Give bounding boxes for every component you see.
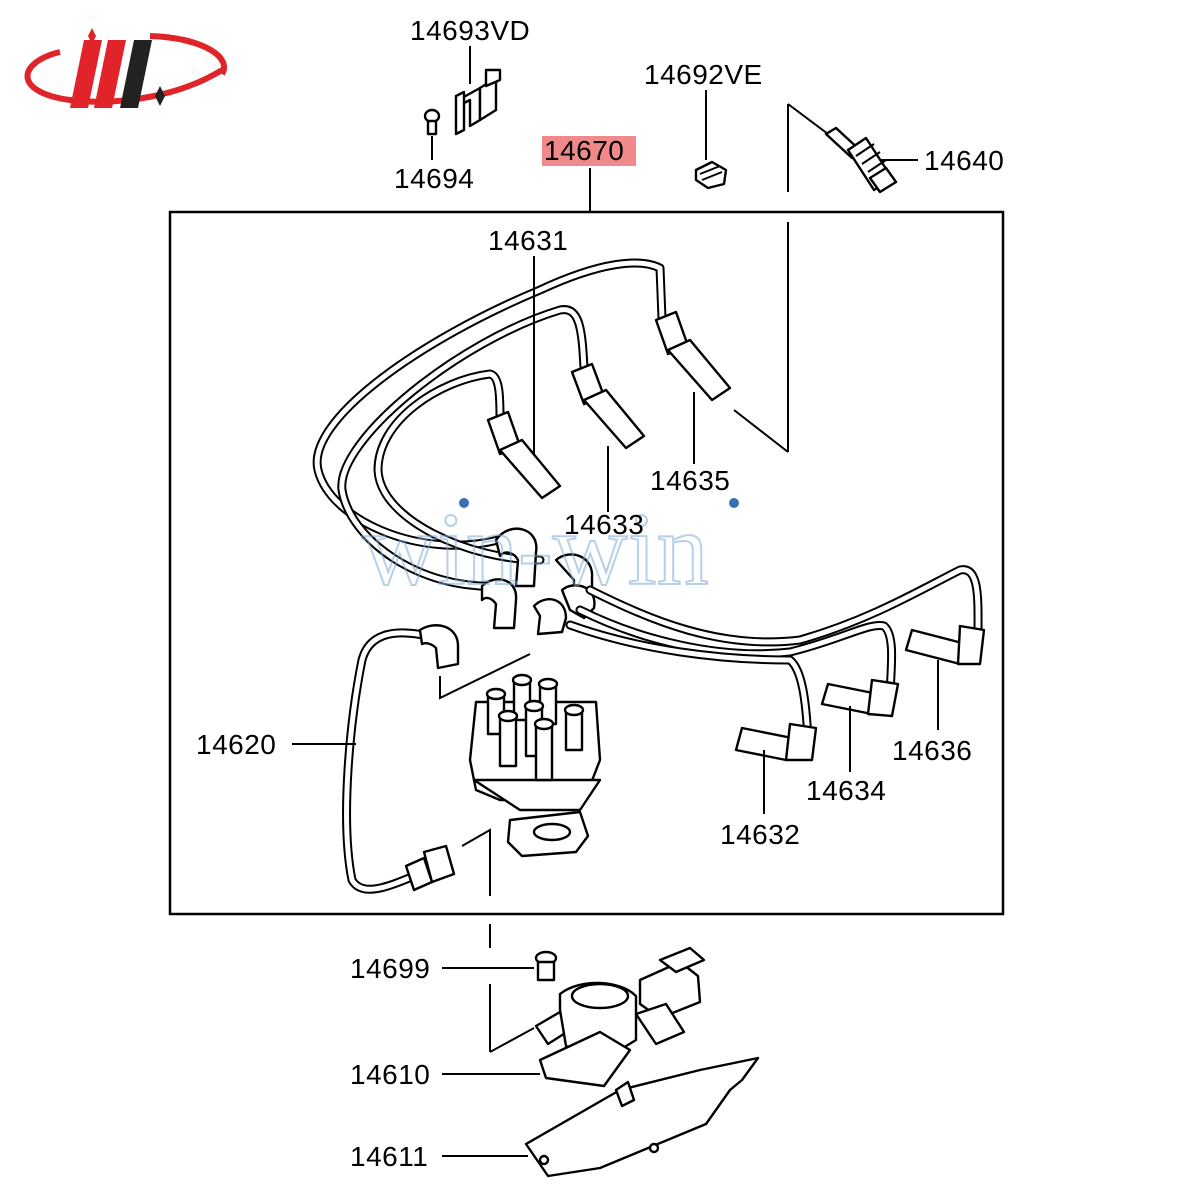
label-14611: 14611	[350, 1141, 428, 1172]
label-14670: 14670	[544, 135, 624, 166]
coil-bracket-14611	[524, 1056, 760, 1178]
label-14640: 14640	[924, 145, 1004, 176]
brand-logo	[24, 28, 227, 108]
watermark-text: win-win	[362, 492, 709, 607]
spark-plug-14640	[824, 126, 898, 194]
ignition-coil-14610	[534, 946, 706, 1088]
label-14694: 14694	[394, 163, 474, 194]
label-14632: 14632	[720, 819, 800, 850]
label-14610: 14610	[350, 1059, 430, 1090]
label-14635: 14635	[650, 465, 730, 496]
watermark-dot	[459, 498, 469, 508]
label-14634: 14634	[806, 775, 886, 806]
label-14620: 14620	[196, 729, 276, 760]
distributor-cap	[439, 653, 602, 896]
bolt-14699	[534, 950, 558, 982]
clip-14692ve	[694, 160, 728, 190]
label-14692ve: 14692VE	[644, 59, 763, 90]
label-14636: 14636	[892, 735, 972, 766]
label-14699: 14699	[350, 953, 430, 984]
bracket-14693vd	[454, 68, 502, 136]
kit-boundary-box	[168, 210, 1005, 916]
label-14631: 14631	[488, 225, 568, 256]
wire-set	[312, 258, 986, 762]
watermark-dot	[729, 498, 739, 508]
highlight-14670	[542, 136, 636, 166]
bolt-14694	[423, 108, 441, 136]
coil-wire-14620	[342, 624, 460, 894]
label-14633: 14633	[564, 509, 644, 540]
label-14693vd: 14693VD	[410, 15, 530, 46]
